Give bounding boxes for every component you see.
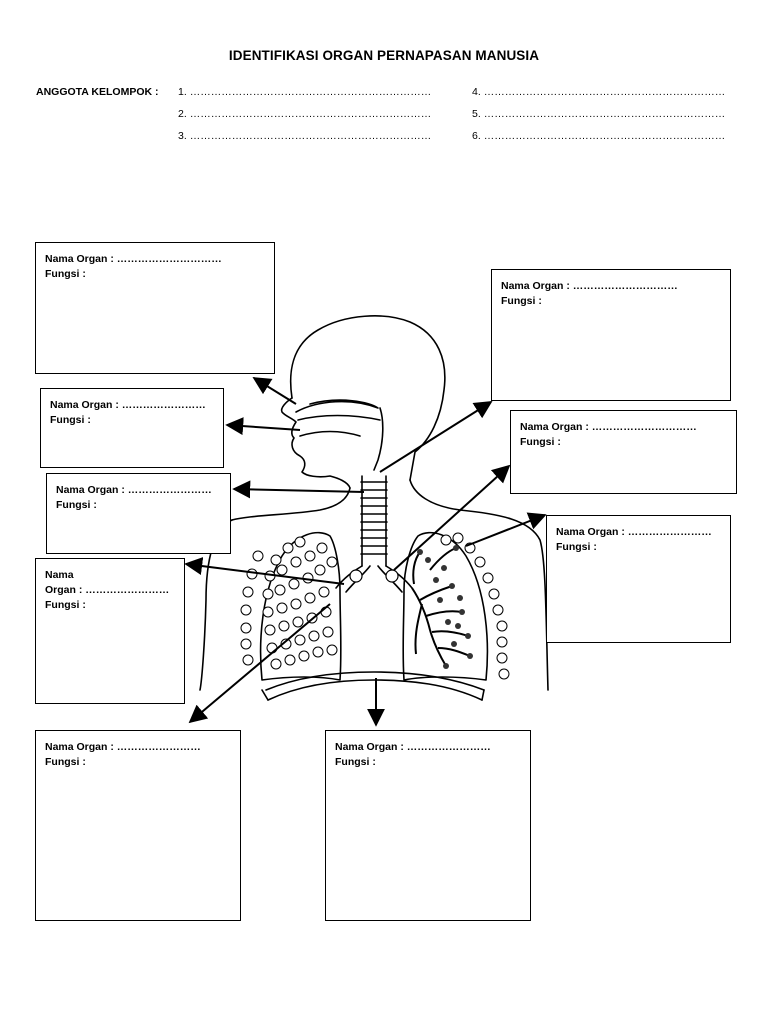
label-box-3[interactable]: Nama Organ : …………………… Fungsi : <box>40 388 224 468</box>
member-blank: …………………………………………………………… <box>189 86 432 98</box>
function-field[interactable]: Fungsi : <box>45 599 86 611</box>
label-box-4[interactable]: Nama Organ : ………………………… Fungsi : <box>510 410 737 494</box>
member-number: 2. <box>178 108 187 120</box>
member-line-1[interactable]: 1. …………………………………………………………… <box>178 86 431 98</box>
organ-name-field[interactable]: Nama Organ : …………………… <box>56 484 212 496</box>
arrow-bronchus <box>393 464 511 571</box>
arrow-nasal <box>252 377 297 405</box>
label-box-2[interactable]: Nama Organ : ………………………… Fungsi : <box>491 269 731 401</box>
member-blank: …………………………………………………………… <box>483 130 726 142</box>
member-line-2[interactable]: 2. …………………………………………………………… <box>178 108 431 120</box>
organ-name-field[interactable]: Nama Organ : ………………………… <box>45 253 222 265</box>
label-box-5[interactable]: Nama Organ : …………………… Fungsi : <box>46 473 231 554</box>
member-number: 1. <box>178 86 187 98</box>
label-box-1[interactable]: Nama Organ : ………………………… Fungsi : <box>35 242 275 374</box>
arrow-alveolus <box>188 603 331 724</box>
organ-name-field[interactable]: Nama Organ : …………………… <box>335 741 491 753</box>
function-field[interactable]: Fungsi : <box>50 414 91 426</box>
member-number: 4. <box>472 86 481 98</box>
organ-name-field[interactable]: Nama Organ : …………………… <box>45 741 201 753</box>
arrow-mouth <box>225 417 301 436</box>
member-number: 5. <box>472 108 481 120</box>
organ-name-field[interactable]: Nama Organ : …………………… <box>556 526 712 538</box>
function-field[interactable]: Fungsi : <box>335 756 376 768</box>
member-line-6[interactable]: 6. …………………………………………………………… <box>472 130 725 142</box>
pointer-arrows <box>184 377 547 727</box>
function-field[interactable]: Fungsi : <box>501 295 542 307</box>
bronchiole-dots-icon <box>417 545 473 669</box>
page-title: IDENTIFIKASI ORGAN PERNAPASAN MANUSIA <box>228 48 540 63</box>
member-number: 3. <box>178 130 187 142</box>
member-blank: …………………………………………………………… <box>483 108 726 120</box>
function-field[interactable]: Fungsi : <box>45 268 86 280</box>
organ-name-field[interactable]: Organ : …………………… <box>45 584 170 596</box>
function-field[interactable]: Fungsi : <box>56 499 97 511</box>
arrow-larynx <box>232 480 365 499</box>
member-number: 6. <box>472 130 481 142</box>
member-line-4[interactable]: 4. …………………………………………………………… <box>472 86 725 98</box>
organ-name-field[interactable]: Nama Organ : ………………………… <box>501 280 678 292</box>
label-box-7[interactable]: Nama Organ : …………………… Fungsi : <box>35 558 185 704</box>
member-blank: …………………………………………………………… <box>189 108 432 120</box>
label-box-6[interactable]: Nama Organ : …………………… Fungsi : <box>546 515 731 643</box>
label-box-9[interactable]: Nama Organ : …………………… Fungsi : <box>325 730 531 921</box>
function-field[interactable]: Fungsi : <box>520 436 561 448</box>
alveoli-icon <box>240 532 510 680</box>
organ-name-field[interactable]: Nama Organ : ………………………… <box>520 421 697 433</box>
function-field[interactable]: Fungsi : <box>45 756 86 768</box>
member-line-3[interactable]: 3. …………………………………………………………… <box>178 130 431 142</box>
member-blank: …………………………………………………………… <box>189 130 432 142</box>
arrow-lung <box>465 512 547 547</box>
arrow-bronchiole <box>184 557 345 585</box>
organ-name-label: Nama <box>45 569 74 581</box>
organ-name-field[interactable]: Nama Organ : …………………… <box>50 399 206 411</box>
group-members-label: ANGGOTA KELOMPOK : <box>36 86 159 98</box>
label-box-8[interactable]: Nama Organ : …………………… Fungsi : <box>35 730 241 921</box>
member-blank: …………………………………………………………… <box>483 86 726 98</box>
function-field[interactable]: Fungsi : <box>556 541 597 553</box>
bronchus-icon <box>349 569 399 583</box>
arrow-pharynx <box>379 401 493 473</box>
member-line-5[interactable]: 5. …………………………………………………………… <box>472 108 725 120</box>
bronchiole-tree-icon <box>411 547 471 667</box>
